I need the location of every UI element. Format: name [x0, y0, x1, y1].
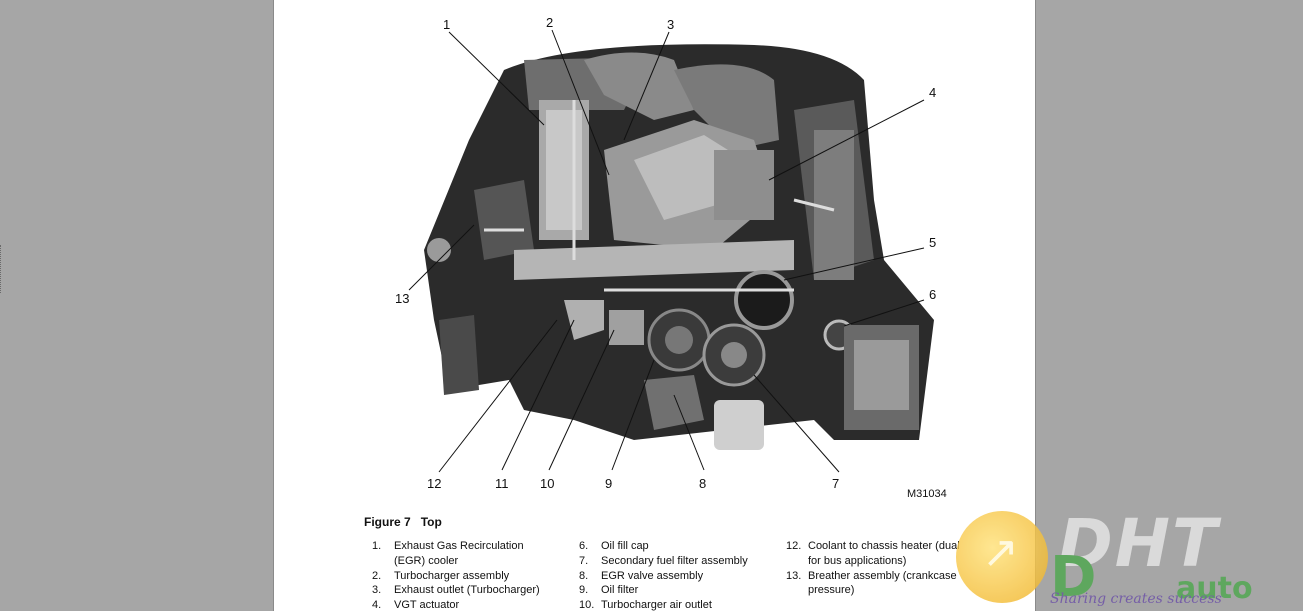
legend-text: (EGR) cooler — [394, 554, 459, 567]
legend-item: 6. Oil fill cap — [579, 539, 748, 554]
legend-text: Turbocharger assembly — [394, 569, 510, 582]
legend-num: 4. — [372, 599, 382, 611]
legend-column-1: 1. Exhaust Gas Recirculation (EGR) cooler… — [372, 539, 540, 611]
legend-item: 13. Breather assembly (crankcase — [786, 569, 960, 584]
legend-text: pressure) — [808, 584, 855, 597]
leader-lines — [408, 29, 925, 473]
legend-num: 10. — [579, 599, 595, 611]
watermark-brand-small: auto — [1176, 571, 1253, 606]
callout-12: 12 — [427, 476, 441, 491]
legend-text: for bus applications) — [808, 554, 907, 567]
legend-text: Oil fill cap — [601, 540, 649, 552]
watermark-letter: D — [1050, 545, 1097, 610]
legend-item: 12. Coolant to chassis heater (dual — [786, 539, 960, 554]
legend-text: VGT actuator — [394, 599, 460, 611]
legend-item: 7. Secondary fuel filter assembly — [579, 554, 748, 569]
legend-num: 6. — [579, 540, 589, 552]
left-margin-marker — [0, 245, 3, 293]
legend-text: Breather assembly (crankcase — [808, 569, 957, 582]
legend-num — [786, 583, 808, 598]
legend-text: EGR valve assembly — [601, 569, 704, 582]
legend-text: Coolant to chassis heater (dual — [808, 540, 960, 552]
watermark-brand: DHT — [1058, 505, 1220, 582]
legend-column-2: 6. Oil fill cap 7. Secondary fuel filter a… — [579, 539, 748, 611]
watermark-circle — [956, 511, 1048, 603]
callout-13: 13 — [395, 291, 409, 306]
figure-id-label: M31034 — [907, 488, 947, 500]
legend-item: 4. VGT actuator — [372, 598, 540, 611]
manual-page[interactable]: 1 2 3 4 5 6 7 8 9 10 11 12 13 M31034 Fig… — [273, 0, 1036, 611]
callout-3: 3 — [667, 17, 674, 32]
legend-text: Exhaust Gas Recirculation — [394, 540, 524, 552]
legend-column-3: 12. Coolant to chassis heater (dual for b… — [786, 539, 960, 598]
legend-num: 3. — [372, 584, 382, 597]
callout-2: 2 — [546, 15, 553, 30]
legend-num: 9. — [579, 584, 589, 597]
watermark-logo: ↗ DHT D auto Sharing creates success — [950, 505, 1303, 611]
legend-text: Secondary fuel filter assembly — [601, 554, 748, 567]
legend-num: 1. — [372, 540, 382, 552]
callout-5: 5 — [929, 235, 936, 250]
legend-text: Exhaust outlet (Turbocharger) — [394, 584, 540, 597]
engine-drawing — [424, 44, 934, 450]
engine-illustration: 1 2 3 4 5 6 7 8 9 10 11 12 13 M31034 — [395, 15, 947, 500]
legend-num: 2. — [372, 569, 382, 582]
callout-7: 7 — [832, 476, 839, 491]
caption-title: Top — [420, 515, 442, 529]
callout-1: 1 — [443, 17, 450, 32]
legend-text: Oil filter — [601, 584, 639, 597]
callout-11: 11 — [495, 476, 509, 491]
legend-num: 12. — [786, 540, 802, 552]
legend-item: 10. Turbocharger air outlet — [579, 598, 748, 611]
callout-10: 10 — [540, 476, 554, 491]
caption-prefix: Figure 7 — [364, 515, 411, 529]
callout-4: 4 — [929, 85, 936, 100]
legend-item: (EGR) cooler — [372, 554, 540, 569]
legend-item: 2. Turbocharger assembly — [372, 569, 540, 584]
legend-item: pressure) — [786, 583, 960, 598]
legend-num: 8. — [579, 569, 589, 582]
legend-num — [372, 554, 394, 569]
legend-num — [786, 554, 808, 569]
arrow-icon: ↗ — [982, 528, 1019, 577]
legend-item: 8. EGR valve assembly — [579, 569, 748, 584]
callout-9: 9 — [605, 476, 612, 491]
legend-num: 7. — [579, 554, 589, 567]
legend-item: 1. Exhaust Gas Recirculation — [372, 539, 540, 554]
legend-item: for bus applications) — [786, 554, 960, 569]
watermark-tagline: Sharing creates success — [1050, 591, 1222, 607]
callout-8: 8 — [699, 476, 706, 491]
engine-figure: 1 2 3 4 5 6 7 8 9 10 11 12 13 M31034 — [274, 0, 1035, 510]
callout-6: 6 — [929, 287, 936, 302]
legend-item: 9. Oil filter — [579, 583, 748, 598]
legend-text: Turbocharger air outlet — [601, 599, 712, 611]
figure-caption: Figure 7 Top — [364, 515, 442, 529]
legend-item: 3. Exhaust outlet (Turbocharger) — [372, 583, 540, 598]
legend-num: 13. — [786, 569, 802, 582]
